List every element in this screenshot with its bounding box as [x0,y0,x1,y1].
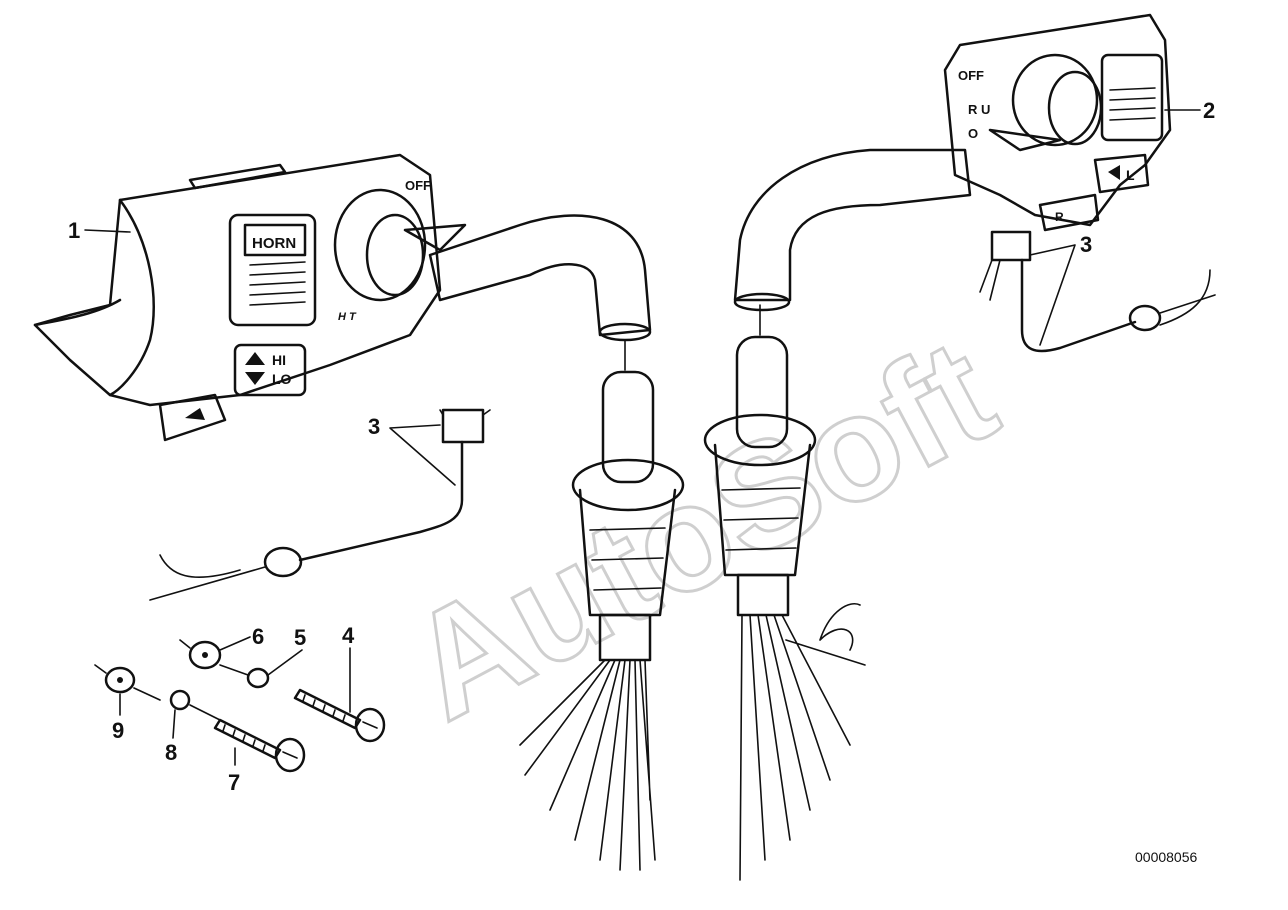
turn-l-label: L [1126,167,1135,183]
label-part-7: 7 [228,770,240,795]
off-knob [333,188,427,302]
left-connector [519,339,685,871]
flasher-tab [158,393,227,442]
turn-r-label: R [1055,210,1064,224]
hardware-set [94,639,386,773]
turn-left-tab [1093,153,1150,194]
label-part-3-left: 3 [368,414,380,439]
leader-lines [84,109,1201,766]
left-off-label: OFF [405,178,431,193]
right-connector [703,304,866,881]
right-knob [1011,53,1099,147]
label-part-4: 4 [342,623,355,648]
kill-switch [1100,53,1164,142]
lock-washer-8 [169,689,191,711]
horn-button [228,213,317,327]
lock-washer-5 [246,667,270,689]
hi-lo-switch [233,343,307,397]
right-cable [979,230,1216,353]
horn-label: HORN [252,235,296,252]
label-part-1: 1 [68,218,80,243]
left-cable [149,408,491,601]
run-label-2: O [968,126,978,141]
hi-label: HI [272,352,286,368]
turn-right-tab [1038,193,1100,232]
lo-label: LO [272,371,292,387]
left-handlebar [428,214,652,337]
left-switch-housing: HORN HI LO OFF H T [33,153,652,442]
right-off-label: OFF [958,68,984,83]
label-part-3-right: 3 [1080,232,1092,257]
right-handlebar [733,148,972,302]
watermark: AutoSoft [382,306,1020,752]
label-part-8: 8 [165,740,177,765]
label-part-2: 2 [1203,98,1215,123]
washer-6 [188,640,222,670]
washer-9 [104,666,136,694]
run-label: R U [968,102,990,117]
right-switch-housing: OFF R U O L R [733,13,1172,312]
label-part-5: 5 [294,625,306,650]
doc-number: 00008056 [1135,849,1198,865]
label-part-9: 9 [112,718,124,743]
label-part-6: 6 [252,624,264,649]
ht-label: H T [338,311,357,323]
